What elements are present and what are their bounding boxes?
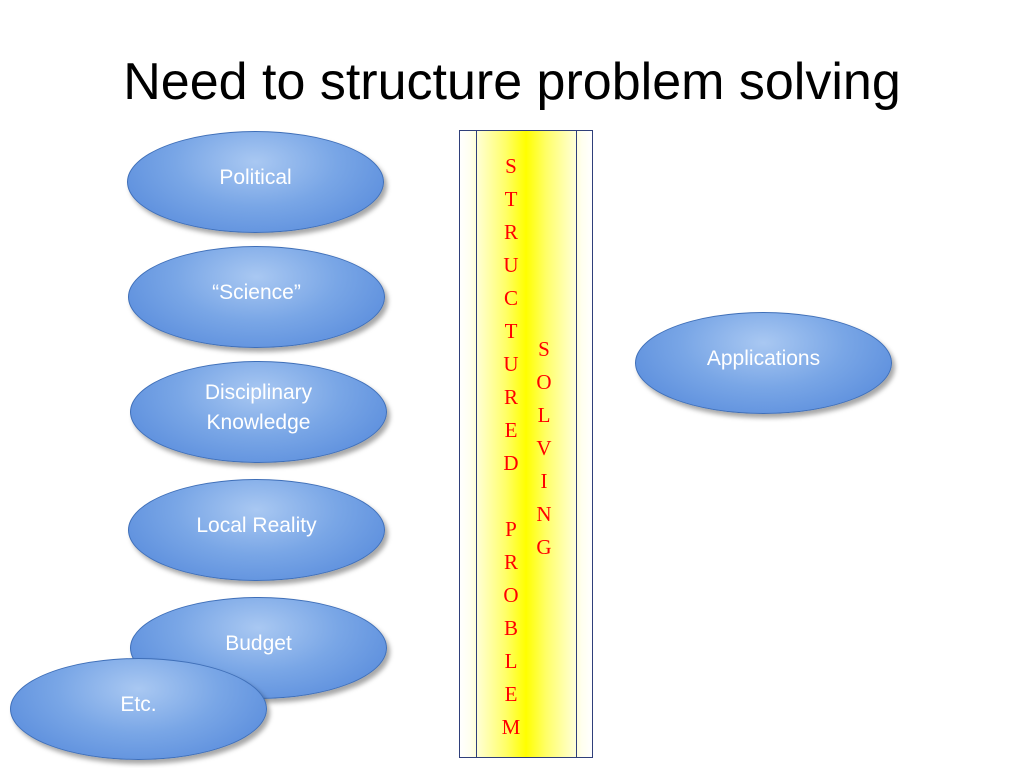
letter: N <box>536 502 552 526</box>
vertical-word-structured-problem: S T R U C T U R E D P R O B L E M <box>497 150 525 744</box>
letter: R <box>503 385 518 409</box>
slide-title: Need to structure problem solving <box>123 53 901 111</box>
letter-spacer <box>497 480 525 513</box>
ellipse-label: “Science” <box>212 281 301 304</box>
letter: M <box>501 715 521 739</box>
letter: D <box>503 451 519 475</box>
column-divider-right <box>576 131 577 757</box>
letter: U <box>503 352 519 376</box>
letter: L <box>504 649 518 673</box>
ellipse-label: Applications <box>706 347 821 370</box>
letter: R <box>503 550 518 574</box>
ellipse-label: Disciplinary Knowledge <box>204 381 313 434</box>
ellipse-science: “Science” <box>128 246 385 348</box>
letter: B <box>503 616 518 640</box>
letter: T <box>504 319 518 343</box>
vertical-word-solving: S O L V I N G <box>530 333 558 564</box>
letter: P <box>505 517 517 541</box>
letter: V <box>536 436 552 460</box>
ellipse-etc: Etc. <box>10 658 267 760</box>
column-divider-left <box>476 131 477 757</box>
letter: T <box>504 187 518 211</box>
ellipse-local-reality: Local Reality <box>128 479 385 581</box>
letter: R <box>503 220 518 244</box>
letter: E <box>504 682 518 706</box>
letter: L <box>537 403 551 427</box>
letter: I <box>540 469 548 493</box>
ellipse-disciplinary-knowledge: Disciplinary Knowledge <box>130 361 387 463</box>
process-column <box>459 130 593 758</box>
letter: G <box>536 535 552 559</box>
ellipse-label: Etc. <box>120 693 157 716</box>
ellipse-label: Budget <box>225 632 292 655</box>
letter: C <box>503 286 518 310</box>
letter: O <box>503 583 519 607</box>
letter: U <box>503 253 519 277</box>
ellipse-applications: Applications <box>635 312 892 414</box>
letter: S <box>505 154 517 178</box>
ellipse-label: Local Reality <box>196 514 317 537</box>
ellipse-political: Political <box>127 131 384 233</box>
letter: S <box>538 337 550 361</box>
letter: E <box>504 418 518 442</box>
letter: O <box>536 370 552 394</box>
ellipse-label: Political <box>219 166 292 189</box>
